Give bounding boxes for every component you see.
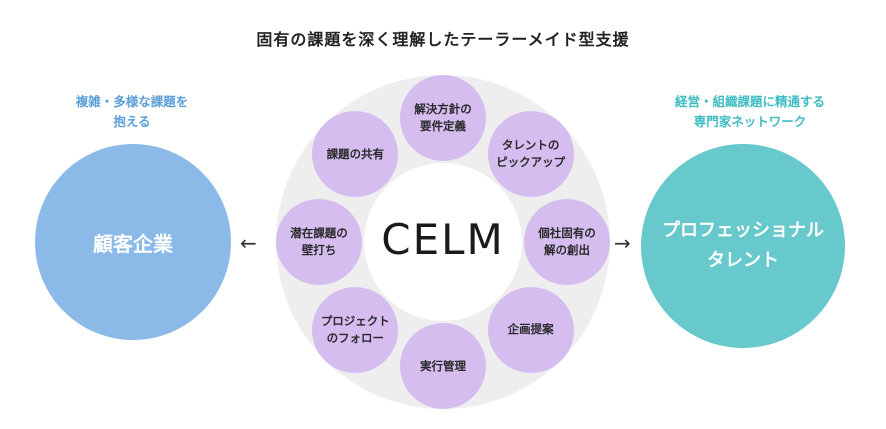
left-caption-line-1: 複雑・多様な課題を xyxy=(75,94,189,109)
node-line: 個社固有の xyxy=(538,226,596,240)
left-caption-line-2: 抱える xyxy=(113,114,151,129)
node-line: 実行管理 xyxy=(420,358,466,373)
right-caption: 経営・組織課題に精通する 専門家ネットワーク xyxy=(650,92,850,132)
node-line: 潜在課題の xyxy=(290,226,348,240)
node-line: のフォロー xyxy=(326,330,385,345)
client-company-label: 顧客企業 xyxy=(93,231,173,256)
professional-talent-label-line-2: タレント xyxy=(707,250,779,271)
node-project-followup: プロジェクト のフォロー xyxy=(312,286,399,373)
celm-logo: CELM xyxy=(381,215,505,264)
professional-talent-circle: プロフェッショナル タレント xyxy=(641,144,845,348)
professional-talent-label-line-1: プロフェッショナル xyxy=(662,220,824,241)
node-line: ピックアップ xyxy=(496,155,566,170)
node-line: プロジェクト xyxy=(320,313,390,328)
left-arrow: ← xyxy=(240,231,257,255)
right-caption-line-2: 専門家ネットワーク xyxy=(693,114,807,129)
ring-core xyxy=(364,163,522,321)
node-talent-pickup: タレントの ピックアップ xyxy=(487,111,574,198)
node-latent-issue-discussion: 潜在課題の 壁打ち xyxy=(276,199,362,285)
node-proposal: 企画提案 xyxy=(487,286,574,373)
diagram-title: 固有の課題を深く理解したテーラーメイド型支援 xyxy=(256,30,630,49)
node-line: 壁打ち xyxy=(301,243,337,257)
right-caption-line-1: 経営・組織課題に精通する xyxy=(674,94,825,109)
client-company-circle: 顧客企業 xyxy=(35,144,231,340)
node-unique-solution: 個社固有の 解の創出 xyxy=(524,199,610,285)
node-issue-sharing: 課題の共有 xyxy=(312,111,399,198)
node-line: 企画提案 xyxy=(507,322,554,337)
node-requirements-definition: 解決方針の 要件定義 xyxy=(400,75,486,161)
node-line: 要件定義 xyxy=(420,119,466,133)
left-caption: 複雑・多様な課題を 抱える xyxy=(32,92,232,132)
node-line: 解決方針の xyxy=(414,102,472,116)
right-arrow: → xyxy=(614,231,631,255)
node-execution-management: 実行管理 xyxy=(400,323,486,409)
node-line: 課題の共有 xyxy=(326,146,385,161)
node-line: タレントの xyxy=(501,138,560,153)
node-line: 解の創出 xyxy=(544,243,590,257)
